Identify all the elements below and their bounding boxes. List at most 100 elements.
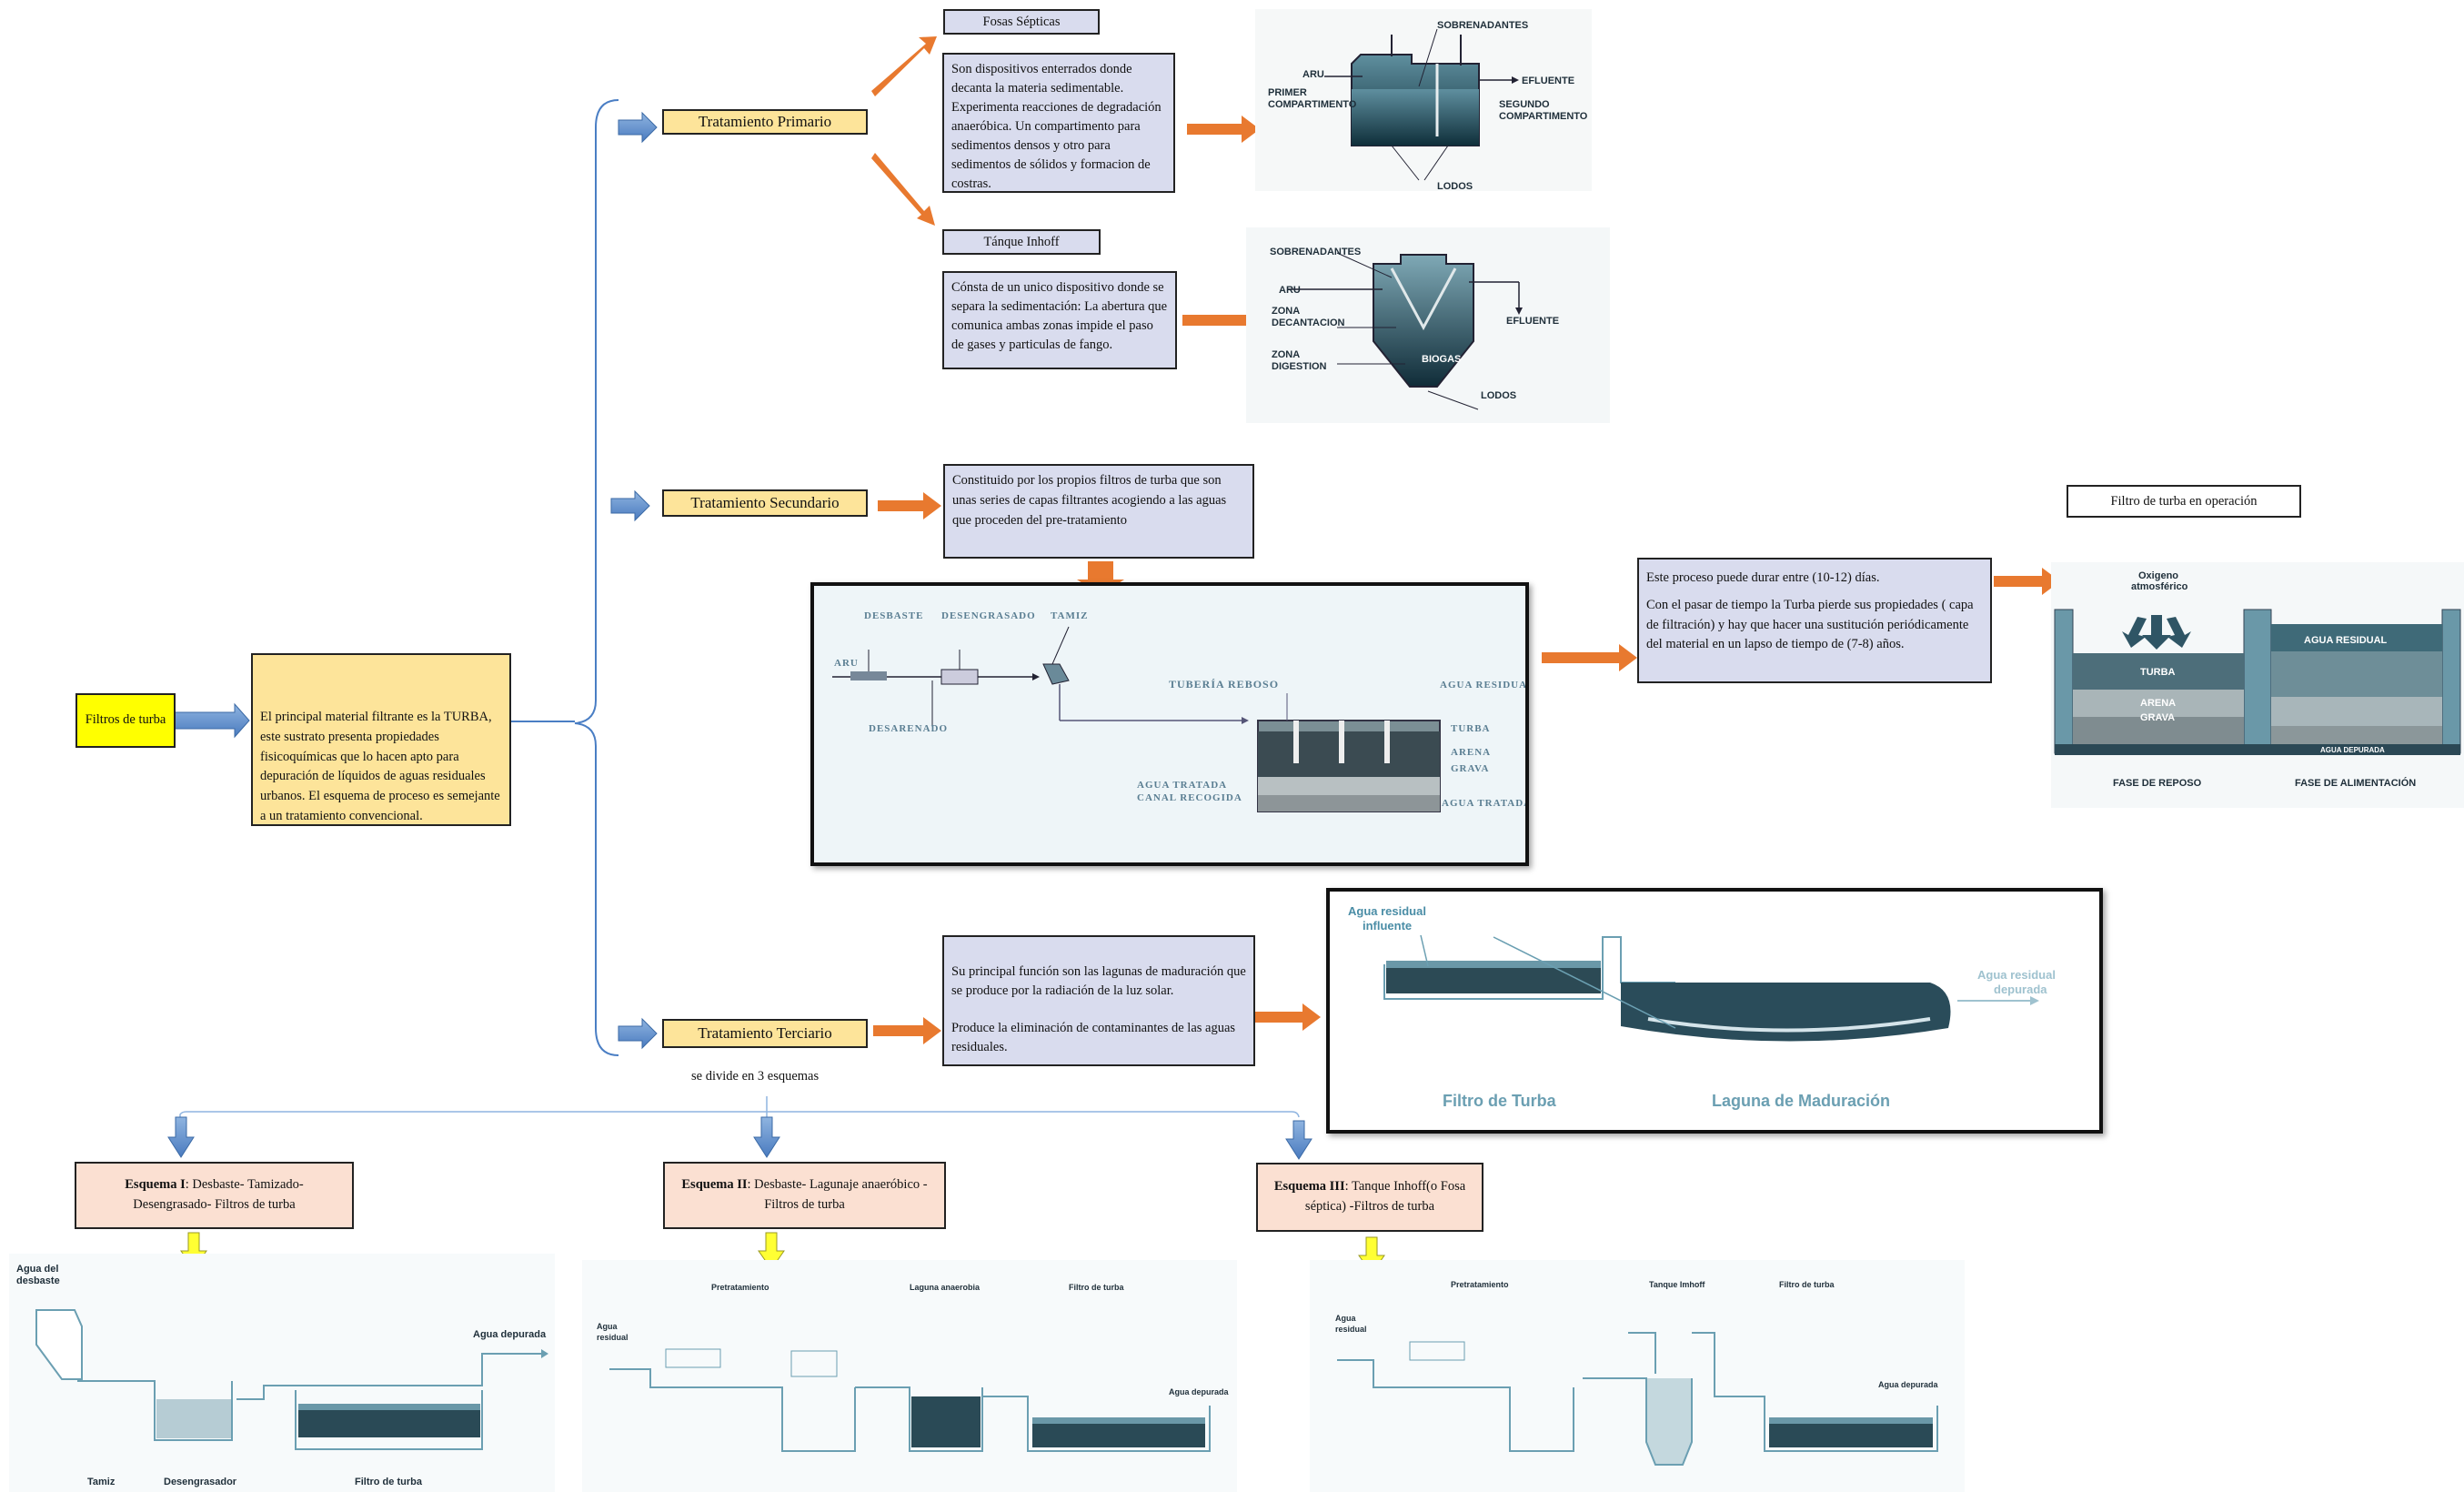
op-lbl-fase-alimentacion: FASE DE ALIMENTACIÓN — [2295, 777, 2416, 789]
s2-lbl-agua-depurada: Agua depurada — [1169, 1387, 1230, 1396]
scheme1-text: : Desbaste- Tamizado-Desengrasado- Filtr… — [133, 1177, 304, 1212]
root-arrow — [174, 702, 250, 739]
ter-lbl-depurada1: Agua residual — [1977, 968, 2056, 982]
s3-lbl-tanque: Tanque Imhoff — [1649, 1280, 1705, 1289]
op-lbl-atmosferico: atmosférico — [2131, 581, 2188, 592]
s1-lbl-desbaste: desbaste — [16, 1275, 60, 1286]
secondary-title: Tratamiento Secundario — [662, 489, 868, 517]
scheme3-box: Esquema III: Tanque Inhoff(o Fosa séptic… — [1256, 1163, 1483, 1232]
imhoff-lbl-biogas: BIOGAS — [1422, 354, 1461, 365]
op-lbl-agua-residual: AGUA RESIDUAL — [2304, 635, 2388, 646]
sec-lbl-desbaste: DESBASTE — [864, 610, 923, 621]
s2-lbl-filtro: Filtro de turba — [1069, 1283, 1124, 1292]
scheme2-box: Esquema II: Desbaste- Lagunaje anaeróbic… — [663, 1162, 946, 1229]
s2-lbl-laguna: Laguna anaerobia — [910, 1283, 981, 1292]
secondary-process-diagram: DESBASTE DESENGRASADO TAMIZ ARU DESARENA… — [814, 586, 1525, 862]
ter-lbl-depurada2: depurada — [1994, 983, 2047, 996]
operation-title: Filtro de turba en operación — [2067, 485, 2301, 518]
s3-lbl-agua: Agua — [1335, 1314, 1356, 1323]
arrow-duration-operation — [1994, 568, 2060, 595]
tertiary-title: Tratamiento Terciario — [662, 1019, 868, 1048]
imhoff-text: Cónsta de un unico dispositivo donde se … — [942, 271, 1177, 369]
s2-lbl-agua: Agua — [597, 1322, 618, 1331]
arrow-to-primario — [618, 111, 658, 144]
scheme1-diagram: Agua del desbaste Agua depurada Tamiz De… — [9, 1254, 555, 1492]
sec-lbl-agua-tratada-canal: AGUA TRATADA — [1137, 780, 1227, 791]
op-lbl-agua-depurada: AGUA DEPURADA — [2320, 746, 2385, 754]
arrow-primario-fosas — [871, 36, 937, 96]
arrow-secundario-text — [878, 492, 941, 519]
scheme2-bold: Esquema II — [681, 1177, 748, 1193]
duration-p1: Este proceso puede durar entre (10-12) d… — [1646, 570, 1880, 585]
s1-lbl-agua-depurada: Agua depurada — [473, 1329, 547, 1340]
sec-lbl-turba: TURBA — [1451, 723, 1491, 734]
s1-lbl-desengrasador: Desengrasador — [164, 1477, 237, 1487]
imhoff-lbl-lodos: LODOS — [1481, 390, 1516, 401]
ter-lbl-influente2: influente — [1363, 919, 1412, 932]
ter-lbl-laguna: Laguna de Maduración — [1712, 1092, 1890, 1110]
scheme1-bold: Esquema I — [125, 1177, 186, 1193]
s3-lbl-pretratamiento: Pretratamiento — [1451, 1280, 1509, 1289]
op-lbl-arena: ARENA — [2140, 698, 2176, 709]
s3-lbl-agua-depurada: Agua depurada — [1878, 1380, 1939, 1389]
scheme3-diagram: Pretratamiento Tanque Imhoff Filtro de t… — [1310, 1260, 1965, 1492]
scheme-split-line — [179, 1111, 1300, 1121]
scheme2-diagram: Pretratamiento Laguna anaerobia Filtro d… — [582, 1260, 1237, 1492]
s3-lbl-residual: residual — [1335, 1325, 1367, 1334]
arrow-to-terciario — [618, 1017, 658, 1050]
sec-lbl-tamiz: TAMIZ — [1051, 610, 1088, 621]
sec-lbl-tuberia: TUBERÍA REBOSO — [1169, 678, 1279, 691]
root-node: Filtros de turba — [75, 693, 176, 748]
fosa-lbl-sobrenadantes: SOBRENADANTES — [1437, 20, 1528, 31]
tertiary-text-box: Su principal función son las lagunas de … — [942, 935, 1255, 1066]
fosa-lbl-primer: PRIMER — [1268, 87, 1307, 98]
tertiary-divide-label: se divide en 3 esquemas — [691, 1069, 820, 1084]
s1-lbl-agua-del: Agua del — [16, 1264, 58, 1275]
fosas-title: Fosas Sépticas — [943, 9, 1100, 35]
imhoff-lbl-zona-dec: ZONA — [1272, 306, 1300, 317]
s1-lbl-filtro: Filtro de turba — [355, 1477, 423, 1487]
imhoff-diagram: SOBRENADANTES ARU ZONA DECANTACION ZONA … — [1246, 227, 1610, 423]
ter-lbl-filtro: Filtro de Turba — [1443, 1092, 1557, 1110]
scheme1-box: Esquema I: Desbaste- Tamizado-Desengrasa… — [75, 1162, 354, 1229]
tertiary-text2: Produce la eliminación de contaminantes … — [951, 1021, 1236, 1055]
arrow-terciario-text — [873, 1017, 941, 1044]
scheme3-bold: Esquema III — [1273, 1179, 1345, 1195]
imhoff-lbl-sobrenadantes: SOBRENADANTES — [1270, 247, 1361, 257]
fosa-septica-diagram: SOBRENADANTES ARU EFLUENTE PRIMER COMPAR… — [1255, 9, 1592, 191]
fosa-lbl-segundo2: COMPARTIMENTO — [1499, 111, 1588, 122]
sec-lbl-arena: ARENA — [1451, 747, 1491, 758]
arrow-fosas-diagram — [1187, 116, 1260, 143]
sec-lbl-desengrasado: DESENGRASADO — [941, 610, 1036, 621]
arrow-to-scheme3 — [1285, 1120, 1312, 1160]
arrow-to-scheme1 — [167, 1116, 195, 1158]
ter-lbl-influente1: Agua residual — [1348, 904, 1426, 918]
imhoff-lbl-digestion: DIGESTION — [1272, 361, 1327, 372]
imhoff-lbl-aru: ARU — [1279, 285, 1301, 296]
arrow-terciario-frame — [1255, 1003, 1321, 1031]
op-lbl-turba: TURBA — [2140, 667, 2176, 678]
s3-lbl-filtro: Filtro de turba — [1779, 1280, 1835, 1289]
sec-lbl-grava: GRAVA — [1451, 763, 1490, 774]
tertiary-process-frame: Agua residual influente Agua residual de… — [1326, 888, 2103, 1134]
fosa-lbl-segundo: SEGUNDO — [1499, 99, 1550, 110]
duration-p2: Con el pasar de tiempo la Turba pierde s… — [1646, 597, 1974, 652]
primary-title: Tratamiento Primario — [662, 109, 868, 135]
imhoff-lbl-decantacion: DECANTACION — [1272, 318, 1345, 328]
fosa-lbl-lodos: LODOS — [1437, 181, 1473, 191]
fosa-lbl-efluente: EFLUENTE — [1522, 76, 1574, 86]
duration-text-box: Este proceso puede durar entre (10-12) d… — [1637, 558, 1992, 683]
scheme3-text: : Tanque Inhoff(o Fosa séptica) -Filtros… — [1304, 1179, 1466, 1214]
sec-lbl-agua-tratada: AGUA TRATADA — [1442, 798, 1525, 809]
arrow-to-secundario — [610, 489, 650, 522]
imhoff-lbl-zona-dig: ZONA — [1272, 349, 1300, 360]
imhoff-lbl-efluente: EFLUENTE — [1506, 316, 1559, 327]
arrow-frame-duration — [1542, 644, 1637, 671]
sec-lbl-aru: ARU — [834, 658, 859, 669]
fosas-text: Son dispositivos enterrados donde decant… — [942, 53, 1175, 193]
op-lbl-grava: GRAVA — [2140, 712, 2175, 723]
main-brace — [574, 99, 619, 1056]
tertiary-process-diagram: Agua residual influente Agua residual de… — [1330, 892, 2099, 1130]
s2-lbl-residual: residual — [597, 1333, 629, 1342]
